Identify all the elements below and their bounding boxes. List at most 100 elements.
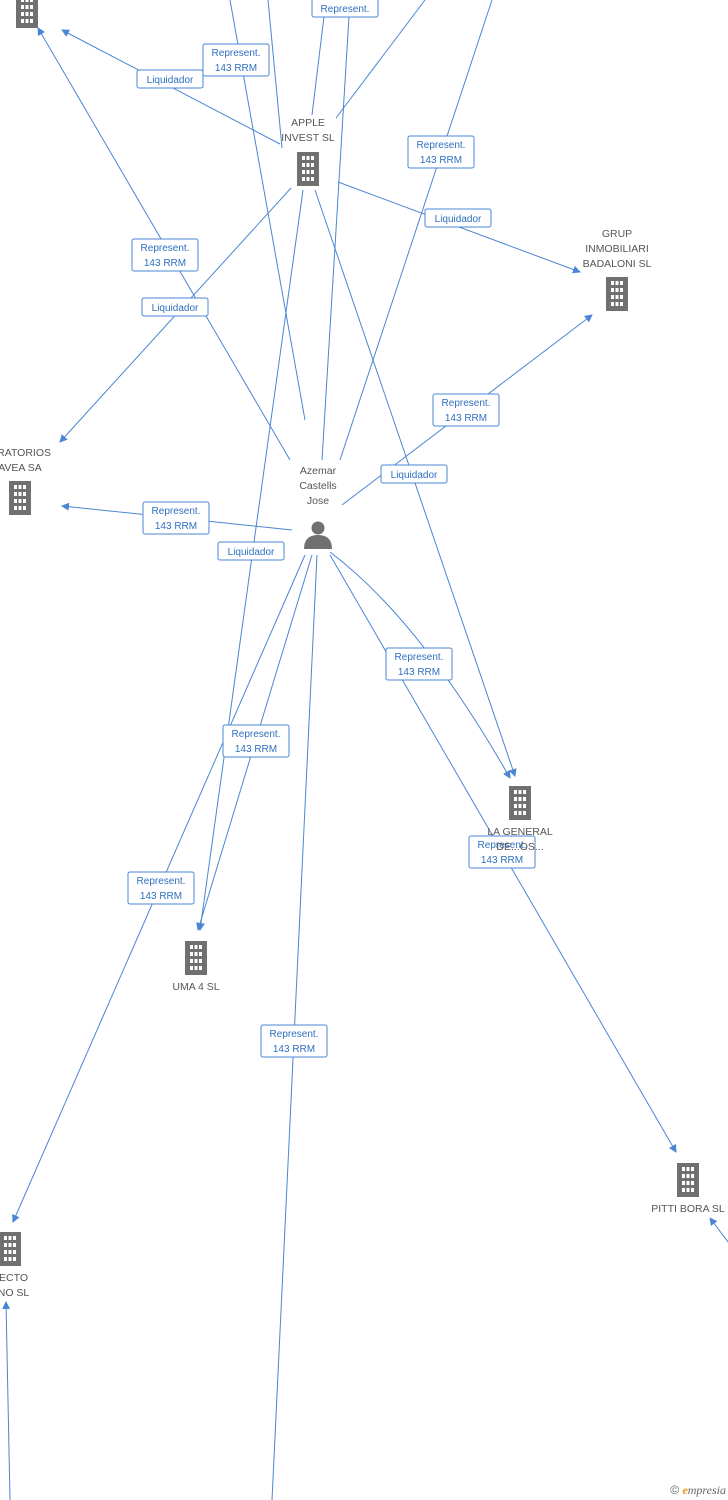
edge-label[interactable]: Liquidador [141, 297, 209, 317]
node-top-left[interactable] [16, 0, 38, 28]
node-label: ORATORIOS [0, 447, 51, 459]
edge-label-text: Represent. [152, 506, 201, 517]
edge-label-box [260, 1024, 328, 1058]
edge [709, 1217, 728, 1243]
edge [2, 1301, 11, 1500]
node-proyecto[interactable]: YECTO ANO SL [0, 1232, 29, 1299]
edge-label-text: Represent. [442, 398, 491, 409]
edge [311, 0, 327, 116]
edge-label-text: Liquidador [228, 547, 275, 558]
edge-label-box [131, 238, 199, 272]
edge-label-text: 143 RRM [273, 1044, 315, 1055]
node-label: APPLE [291, 117, 325, 129]
edge-label-box [136, 69, 204, 89]
footer: © empresia [670, 1483, 726, 1498]
building-icon [185, 941, 207, 975]
edge-label-text: 143 RRM [481, 855, 523, 866]
building-icon [0, 1232, 21, 1266]
edge [339, 0, 493, 461]
node-label: DE...OS... [496, 841, 543, 853]
node-label: INMOBILIARI [585, 243, 649, 255]
edge-label-text: 143 RRM [235, 744, 277, 755]
node-label: UMA 4 SL [172, 981, 219, 993]
edge-label-text: Liquidador [435, 214, 482, 225]
node-grup[interactable]: GRUP INMOBILIARI BADALONI SL [583, 228, 652, 311]
edge-label[interactable]: Represent. 143 RRM [131, 238, 199, 272]
edge [267, 0, 283, 149]
building-icon [606, 277, 628, 311]
edge [321, 0, 351, 461]
edge-label[interactable]: Represent. [311, 0, 379, 18]
edge-label-box [142, 501, 210, 535]
node-layer: APPLE INVEST SL GRUP INMOBILIARI BADALONI SL… [0, 0, 725, 1299]
edge-label-box [141, 297, 209, 317]
edge-label[interactable]: Liquidador [424, 208, 492, 228]
node-lageneral[interactable]: LA GENERALDE...OS... [487, 786, 553, 853]
edge-label-text: Represent. [137, 876, 186, 887]
edge-label-box [222, 724, 290, 758]
node-label: PITTI BORA SL [651, 1203, 725, 1215]
edge-label[interactable]: Represent. 143 RRM [468, 835, 536, 869]
edge-label-text: Liquidador [147, 75, 194, 86]
person-icon [304, 521, 332, 549]
edge-label-text: 143 RRM [445, 413, 487, 424]
edge-label-box [127, 871, 195, 905]
edge-label-text: 143 RRM [140, 891, 182, 902]
node-label: Jose [307, 495, 329, 507]
building-icon [297, 152, 319, 186]
edge-label-text: Represent. [478, 840, 527, 851]
edge-label-text: 143 RRM [155, 521, 197, 532]
edge-label-box [311, 0, 379, 18]
edge-label-text: Represent. [395, 652, 444, 663]
edge-label[interactable]: Represent. 143 RRM [142, 501, 210, 535]
node-apple[interactable]: APPLE INVEST SL [281, 117, 335, 186]
edge-label[interactable]: Represent. 143 RRM [202, 43, 270, 77]
node-label: GRUP [602, 228, 632, 240]
edge-label-box [380, 464, 448, 484]
node-pitti[interactable]: PITTI BORA SL [651, 1163, 725, 1215]
edge-label[interactable]: Liquidador [136, 69, 204, 89]
edge-label[interactable]: Represent. 143 RRM [385, 647, 453, 681]
edge-label-text: Liquidador [152, 303, 199, 314]
node-label: BADALONI SL [583, 258, 652, 270]
edge-label-text: 143 RRM [398, 667, 440, 678]
edge [335, 0, 426, 119]
edge-label-text: 143 RRM [144, 258, 186, 269]
edge-label-text: 143 RRM [215, 63, 257, 74]
building-icon [677, 1163, 699, 1197]
edge-label-box [202, 43, 270, 77]
edge-label[interactable]: Liquidador [380, 464, 448, 484]
edge-label-text: Represent. [212, 48, 261, 59]
edge-label-text: Liquidador [391, 470, 438, 481]
copyright-symbol: © [670, 1483, 680, 1497]
edge-label[interactable]: Represent. 143 RRM [260, 1024, 328, 1058]
building-icon [509, 786, 531, 820]
edge-label-box [432, 393, 500, 427]
edge-label-text: Represent. [417, 140, 466, 151]
edge-label-text: Represent. [141, 243, 190, 254]
building-icon [9, 481, 31, 515]
empresia-logo[interactable]: empresia [682, 1483, 726, 1497]
node-laboratorios[interactable]: ORATORIOS AVEA SA [0, 447, 51, 515]
node-label: Azemar [300, 465, 337, 477]
node-label: ANO SL [0, 1287, 29, 1299]
edge-label-text: 143 RRM [420, 155, 462, 166]
edge-label[interactable]: Represent. 143 RRM [222, 724, 290, 758]
edge-label-text: Represent. [270, 1029, 319, 1040]
edge-label-box [407, 135, 475, 169]
node-label: AVEA SA [0, 462, 42, 474]
edge-label[interactable]: Represent. 143 RRM [127, 871, 195, 905]
edge-label-box [424, 208, 492, 228]
edge-label[interactable]: Represent. 143 RRM [407, 135, 475, 169]
edge-label-text: Represent. [321, 4, 370, 15]
edge-label[interactable]: Liquidador [217, 541, 285, 561]
node-label: YECTO [0, 1272, 28, 1284]
edge-label-text: Represent. [232, 729, 281, 740]
node-label: Castells [299, 480, 336, 492]
edge-label[interactable]: Represent. 143 RRM [432, 393, 500, 427]
node-label: INVEST SL [281, 132, 335, 144]
node-uma[interactable]: UMA 4 SL [172, 941, 220, 993]
edge-label-box [468, 835, 536, 869]
